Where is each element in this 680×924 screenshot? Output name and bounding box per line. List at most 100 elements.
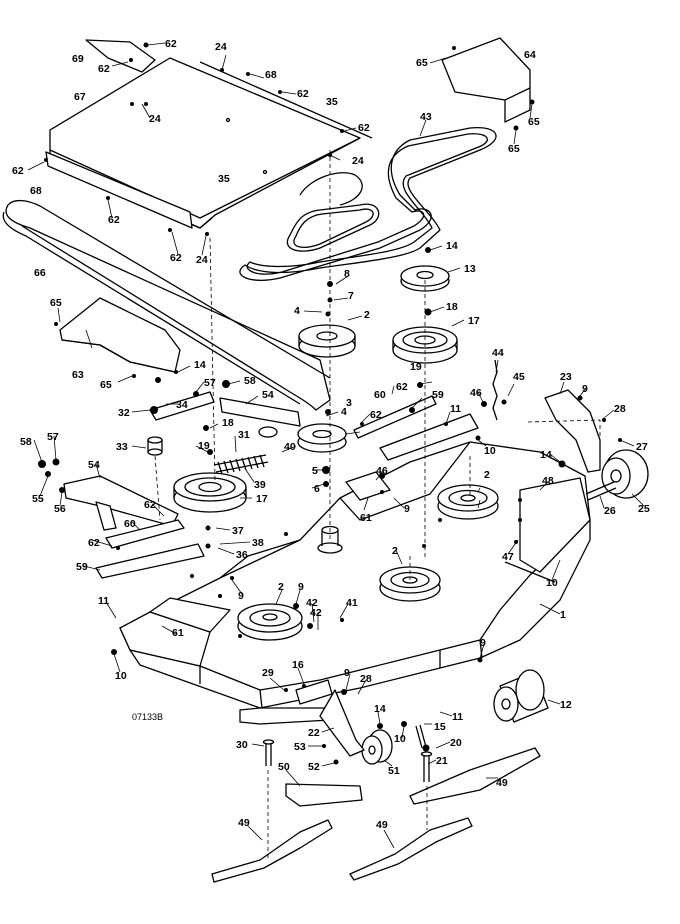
callout-label: 62 [396, 381, 408, 393]
callout-label: 60 [124, 518, 136, 530]
callout-label: 9 [404, 503, 410, 515]
callout-label: 54 [88, 459, 100, 471]
callout-label: 10 [115, 670, 127, 682]
callout-label: 14 [540, 449, 552, 461]
callout-label: 14 [194, 359, 206, 371]
callout-label: 24 [215, 41, 227, 53]
callout-label: 64 [524, 49, 536, 61]
callout-label: 59 [432, 389, 444, 401]
callout-label: 58 [244, 375, 256, 387]
callout-label: 18 [446, 301, 458, 313]
callout-label: 62 [165, 38, 177, 50]
callout-label: 12 [560, 699, 572, 711]
deck-bracket-61 [345, 471, 391, 501]
callout-label: 50 [278, 761, 290, 773]
baffle-59-right [379, 413, 479, 461]
callout-label: 14 [446, 240, 458, 252]
callout-label: 16 [292, 659, 304, 671]
callout-label: 62 [358, 122, 370, 134]
callout-label: 11 [452, 711, 463, 723]
belt-cover-bracket-69 [85, 39, 156, 73]
callout-label: 7 [348, 290, 354, 302]
callout-label: 38 [252, 537, 264, 549]
callout-label: 35 [326, 96, 338, 108]
callout-label: 5 [312, 465, 318, 477]
callout-label: 46 [470, 387, 482, 399]
callout-label: 9 [582, 383, 588, 395]
callout-label: 24 [352, 155, 364, 167]
callout-label: 29 [262, 667, 274, 679]
pulley-17-lower [173, 472, 247, 513]
callout-label: 69 [72, 53, 84, 65]
bolt-21 [420, 751, 433, 782]
spacer-33 [147, 436, 163, 456]
callout-label: 24 [149, 113, 161, 125]
callout-label: 3 [346, 397, 352, 409]
callout-label: 49 [238, 817, 250, 829]
bolt-30 [262, 739, 275, 766]
baffle-59-left [95, 543, 205, 579]
roller-51 [361, 729, 393, 765]
belt-cover-right [441, 37, 531, 123]
callout-label: 27 [636, 441, 648, 453]
callout-label: 43 [420, 111, 432, 123]
bracket-29 [295, 679, 333, 705]
blade-49-right [409, 747, 541, 805]
callout-label: 42 [310, 607, 322, 619]
axle-26 [585, 481, 617, 501]
idler-arm-34 [149, 391, 215, 421]
callout-label: 54 [262, 389, 274, 401]
callout-label: 14 [374, 703, 386, 715]
baffle-60-right [353, 395, 437, 439]
callout-label: 49 [496, 777, 508, 789]
callout-label: 52 [308, 761, 320, 773]
callout-label: 58 [20, 436, 32, 448]
callout-label: 33 [116, 441, 128, 453]
spindle-pulley-2-right [437, 484, 499, 520]
bracket-22 [319, 689, 365, 757]
hardware-markers [38, 42, 622, 765]
callout-label: 65 [416, 57, 428, 69]
callout-label: 10 [546, 577, 558, 589]
callout-label: 68 [265, 69, 277, 81]
callout-label: 59 [76, 561, 88, 573]
callout-label: 57 [204, 377, 216, 389]
callout-label: 65 [528, 116, 540, 128]
callout-label: 2 [278, 581, 284, 593]
callout-label: 49 [376, 819, 388, 831]
callout-label: 19 [198, 440, 210, 452]
callout-label: 17 [256, 493, 268, 505]
callout-label: 39 [254, 479, 266, 491]
callout-label: 41 [346, 597, 358, 609]
callout-label: 20 [450, 737, 462, 749]
callout-label: 65 [50, 297, 62, 309]
callout-label: 4 [341, 406, 347, 418]
callout-label: 28 [614, 403, 626, 415]
callout-label: 67 [74, 91, 86, 103]
callout-label: 56 [54, 503, 66, 515]
callout-label: 53 [294, 741, 306, 753]
callout-label: 9 [298, 581, 304, 593]
drawing-code: 07133B [132, 712, 163, 722]
callout-label: 18 [222, 417, 234, 429]
callout-label: 11 [450, 403, 461, 415]
callout-label: 11 [98, 595, 109, 607]
callout-label: 6 [314, 483, 320, 495]
callout-label: 62 [170, 252, 182, 264]
callout-label: 9 [344, 667, 350, 679]
pulley-2-upper [298, 324, 356, 358]
callout-label: 15 [434, 721, 446, 733]
callout-label: 22 [308, 727, 320, 739]
baffle-60-left [105, 519, 185, 549]
callout-label: 35 [218, 173, 230, 185]
callout-label: 8 [344, 268, 350, 280]
callout-label: 21 [436, 755, 448, 767]
pulley-3 [297, 423, 347, 453]
callout-label: 62 [108, 214, 120, 226]
callout-label: 32 [118, 407, 130, 419]
callout-label: 61 [172, 627, 184, 639]
callout-label: 68 [30, 185, 42, 197]
callout-label: 31 [238, 429, 250, 441]
callout-label: 2 [364, 309, 370, 321]
callout-label: 46 [376, 465, 388, 477]
